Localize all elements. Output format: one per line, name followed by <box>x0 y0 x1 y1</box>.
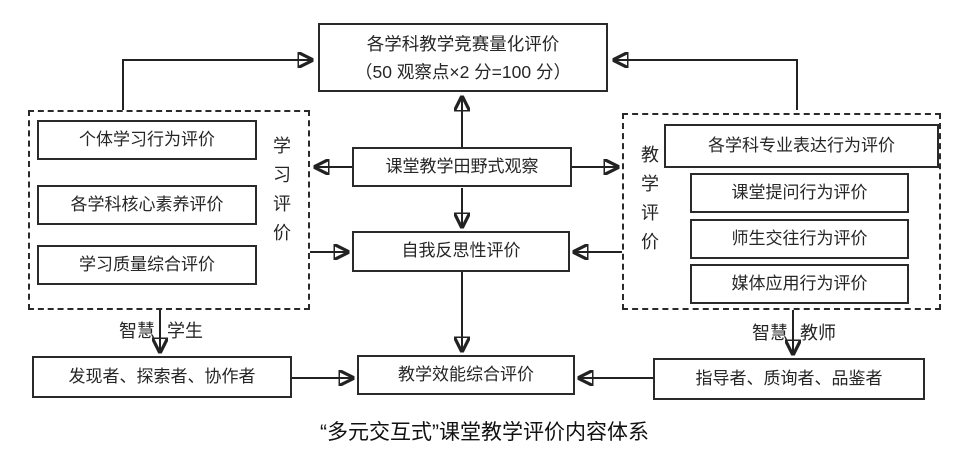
learning-evaluation-group: 个体学习行为评价 各学科核心素养评价 学习质量综合评价 学习评价 <box>28 110 310 310</box>
learning-quality-box: 学习质量综合评价 <box>37 245 257 285</box>
competition-evaluation-box: 各学科教学竞赛量化评价 （50 观察点×2 分=100 分） <box>318 23 608 92</box>
competition-evaluation-formula: （50 观察点×2 分=100 分） <box>355 61 571 82</box>
self-reflection-label: 自我反思性评价 <box>401 241 521 261</box>
self-reflection-box: 自我反思性评价 <box>352 231 570 272</box>
teaching-evaluation-vertical-label: 教学评价 <box>639 145 659 261</box>
arrow-left-group-to-top-box <box>122 60 311 110</box>
core-literacy-label: 各学科核心素养评价 <box>70 194 224 214</box>
students-label: 学生 <box>167 321 203 341</box>
core-literacy-box: 各学科核心素养评价 <box>37 185 257 225</box>
teacher-student-interaction-label: 师生交往行为评价 <box>731 228 868 248</box>
media-application-label: 媒体应用行为评价 <box>731 273 868 293</box>
teacher-student-interaction-box: 师生交往行为评价 <box>690 219 909 259</box>
teaching-evaluation-group: 教学评价 各学科专业表达行为评价 课堂提问行为评价 师生交往行为评价 媒体应用行… <box>622 113 941 310</box>
teacher-roles-label: 指导者、质询者、品鉴者 <box>695 368 883 388</box>
individual-learning-behavior-label: 个体学习行为评价 <box>79 129 215 149</box>
wisdom-label-right: 智慧 <box>752 323 788 343</box>
student-roles-box: 发现者、探索者、协作者 <box>32 356 292 398</box>
student-roles-label: 发现者、探索者、协作者 <box>68 366 256 386</box>
teacher-roles-box: 指导者、质询者、品鉴者 <box>653 358 925 400</box>
media-application-box: 媒体应用行为评价 <box>690 264 909 304</box>
teaching-effectiveness-label: 教学效能综合评价 <box>398 364 534 384</box>
arrow-right-group-to-top-box <box>615 60 798 110</box>
diagram-caption: “多元交互式”课堂教学评价内容体系 <box>320 421 649 444</box>
field-observation-label: 课堂教学田野式观察 <box>385 156 539 176</box>
individual-learning-behavior-box: 个体学习行为评价 <box>37 120 257 160</box>
classroom-questioning-label: 课堂提问行为评价 <box>731 182 868 202</box>
wisdom-label-left: 智慧 <box>119 321 155 341</box>
professional-expression-label: 各学科专业表达行为评价 <box>708 135 895 155</box>
professional-expression-box: 各学科专业表达行为评价 <box>664 124 939 168</box>
competition-evaluation-title: 各学科教学竞赛量化评价 <box>366 33 560 54</box>
field-observation-box: 课堂教学田野式观察 <box>352 147 572 187</box>
learning-quality-label: 学习质量综合评价 <box>79 254 215 274</box>
classroom-questioning-box: 课堂提问行为评价 <box>690 173 909 213</box>
teaching-effectiveness-box: 教学效能综合评价 <box>357 355 575 395</box>
learning-evaluation-vertical-label: 学习评价 <box>271 136 291 252</box>
teachers-label: 教师 <box>800 323 836 343</box>
